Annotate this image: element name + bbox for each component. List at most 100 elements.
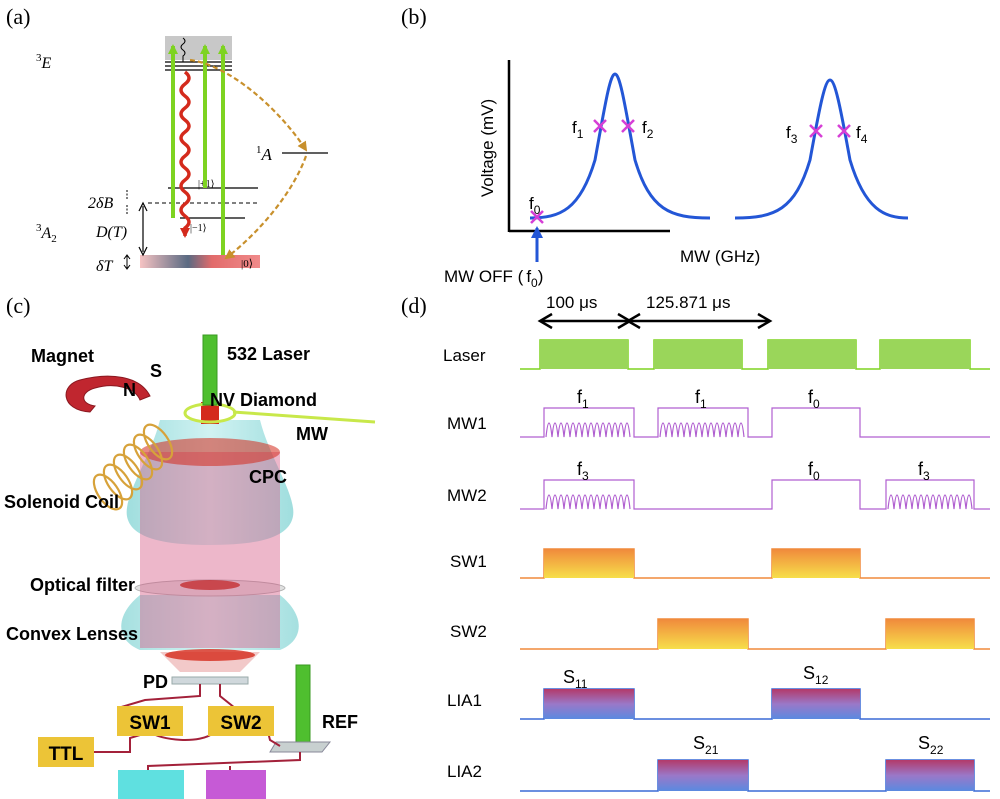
x-axis-label: MW (GHz) xyxy=(680,247,760,266)
laser-pulse-3 xyxy=(768,340,856,369)
point-f1-label: f1 xyxy=(572,118,584,141)
state-3a2-label: 3A2 xyxy=(36,222,57,245)
lens-spot xyxy=(165,649,255,661)
label-deltat: δT xyxy=(96,258,113,275)
point-f3: f3 xyxy=(786,123,823,146)
dur1-label: 100 μs xyxy=(546,293,597,312)
panel-d-label: (d) xyxy=(401,293,427,318)
filter-spot xyxy=(180,580,240,590)
sw2-pulse-1 xyxy=(658,619,748,649)
red-beam xyxy=(140,452,280,648)
mw-off-label: MW OFF (f0) xyxy=(444,267,543,290)
isc-arrow-1 xyxy=(189,58,308,152)
panel-c: (c) xyxy=(4,293,376,799)
point-f3-marker xyxy=(809,124,823,138)
label-pole-n: N xyxy=(123,380,136,400)
laser-rod xyxy=(202,334,218,406)
panel-d: (d) 100 μs 125.871 μs Laser MW1 MW2 SW1 … xyxy=(401,293,990,792)
lia2-label-2: S22 xyxy=(918,733,944,757)
point-f2-label: f2 xyxy=(642,118,654,141)
point-f0: f0 xyxy=(529,194,544,224)
sw1-box xyxy=(117,706,183,736)
y-axis-label: Voltage (mV) xyxy=(478,99,497,197)
panel-c-label: (c) xyxy=(6,293,30,318)
label-magnet: Magnet xyxy=(31,346,94,366)
ttl-box-label: TTL xyxy=(49,744,84,765)
lia1-pulse-1 xyxy=(544,689,634,719)
label-mw: MW xyxy=(296,424,328,444)
point-f2: f2 xyxy=(621,118,654,141)
label-optical-filter: Optical filter xyxy=(30,575,135,595)
label-pd: PD xyxy=(143,672,168,692)
sw2-pulse-2 xyxy=(886,619,974,649)
resonance-curve-1 xyxy=(529,72,711,220)
cyan-box xyxy=(118,770,184,799)
red-fluorescence-arrow xyxy=(179,70,191,238)
dur2-label: 125.871 μs xyxy=(646,293,730,312)
magnet xyxy=(65,375,151,413)
mw1-trace xyxy=(520,407,990,438)
sw2-box-label: SW2 xyxy=(220,713,261,734)
photodiode xyxy=(171,676,249,685)
point-f4-marker xyxy=(837,124,851,138)
mw2-trace xyxy=(520,479,990,510)
nonradiative-wiggle xyxy=(180,37,186,62)
resonance-curve-2 xyxy=(734,78,909,220)
lia1-label-1: S11 xyxy=(563,667,588,691)
point-f4: f4 xyxy=(837,123,868,146)
mw1-label-1: f1 xyxy=(577,387,589,411)
point-f2-marker xyxy=(621,119,635,133)
ref-rod xyxy=(295,664,311,744)
row-label-sw1: SW1 xyxy=(450,552,487,571)
panel-b-label: (b) xyxy=(401,4,427,29)
panel-a: (a) 3E |+1⟩ |−1⟩ |0⟩ 1A 3A2 2δB D(T) δT xyxy=(6,4,328,275)
lia1-pulse-2 xyxy=(772,689,860,719)
row-label-lia2: LIA2 xyxy=(447,762,482,781)
dur2-heads xyxy=(625,312,773,330)
lia1-label-2: S12 xyxy=(803,663,829,687)
row-label-laser: Laser xyxy=(443,346,486,365)
row-label-sw2: SW2 xyxy=(450,622,487,641)
mw1-label-2: f1 xyxy=(695,387,707,411)
mw-line xyxy=(232,410,376,424)
panel-a-label: (a) xyxy=(6,4,30,29)
nv-diamond xyxy=(201,402,219,424)
label-ref: REF xyxy=(322,712,358,732)
laser-pulse-4 xyxy=(880,340,970,369)
ttl-box xyxy=(38,737,94,767)
label-convex-lenses: Convex Lenses xyxy=(6,624,138,644)
isc-arrow-2 xyxy=(224,155,308,260)
state-3e-label: 3E xyxy=(36,52,52,72)
ket-0: |0⟩ xyxy=(241,258,253,270)
label-dt: D(T) xyxy=(95,224,127,241)
solenoid-coil xyxy=(92,423,174,511)
label-laser: 532 Laser xyxy=(227,344,310,364)
mw2-label-1: f3 xyxy=(577,459,589,483)
arrow-dt-heads xyxy=(138,201,148,257)
label-cpc: CPC xyxy=(249,467,287,487)
point-f1-marker xyxy=(593,119,607,133)
magenta-box xyxy=(206,770,266,799)
laser-pulse-1 xyxy=(540,340,628,369)
ref-detector xyxy=(269,741,332,753)
label-2db: 2δB xyxy=(88,195,113,212)
point-f1: f1 xyxy=(572,118,607,141)
row-label-lia1: LIA1 xyxy=(447,691,482,710)
point-f0-label: f0 xyxy=(529,194,541,217)
label-nv-diamond: NV Diamond xyxy=(210,390,317,410)
sw1-pulse-2 xyxy=(772,549,860,578)
mw2-label-2: f0 xyxy=(808,459,820,483)
laser-pulse-2 xyxy=(654,340,742,369)
row-label-mw1: MW1 xyxy=(447,414,487,433)
ket-minus1: |−1⟩ xyxy=(190,223,207,234)
sw1-box-label: SW1 xyxy=(129,713,171,734)
convex-lenses xyxy=(121,595,299,650)
sw2-box xyxy=(208,706,274,736)
label-solenoid-coil: Solenoid Coil xyxy=(4,492,119,512)
lia2-label-1: S21 xyxy=(693,733,719,757)
mw2-label-3: f3 xyxy=(918,459,930,483)
beam-top-spot xyxy=(140,438,280,466)
point-f4-label: f4 xyxy=(856,123,868,146)
lia2-pulse-2 xyxy=(886,760,974,791)
